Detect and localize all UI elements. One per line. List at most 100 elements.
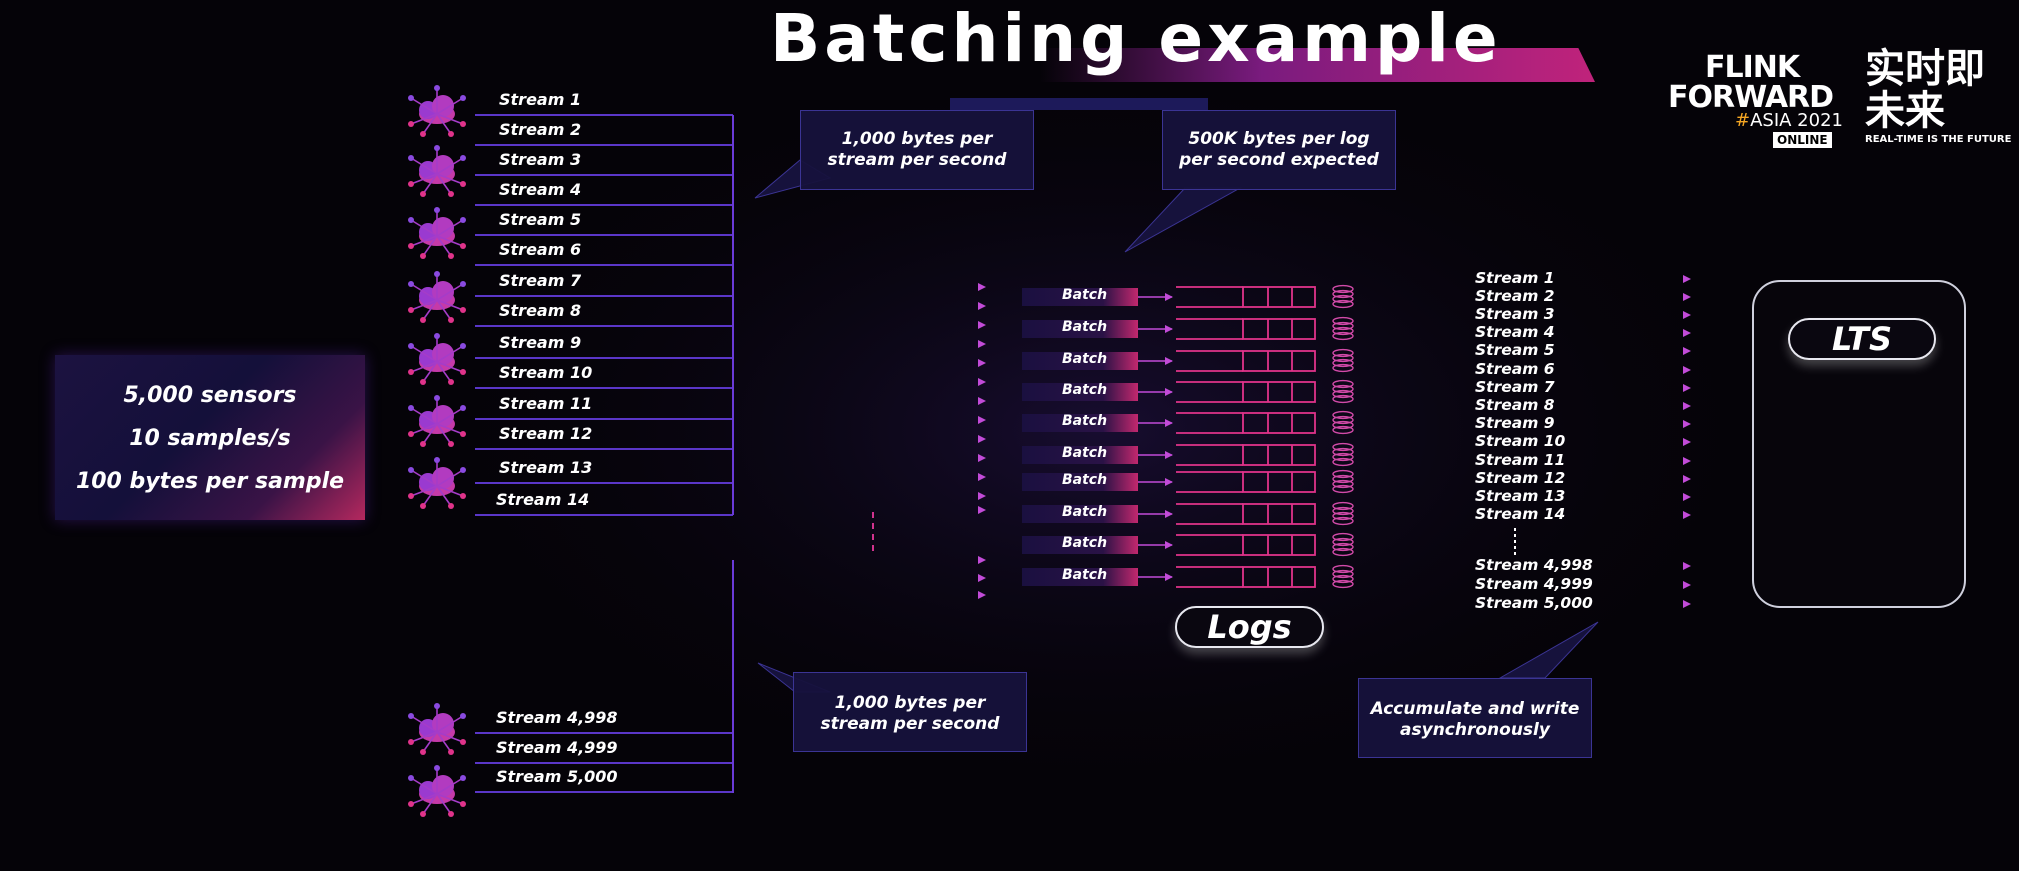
log-buffer — [1242, 350, 1316, 372]
sensor-link — [436, 731, 452, 753]
sensor-count: 5,000 sensors — [123, 383, 297, 408]
log-buffer — [1242, 471, 1316, 493]
sensor-link — [436, 361, 452, 383]
log-storage-icon — [1332, 447, 1354, 457]
sensor-node — [408, 121, 414, 127]
log-storage-icon — [1332, 331, 1354, 341]
log-storage-icon — [1332, 353, 1354, 363]
sensor-node — [460, 307, 466, 313]
sensor-node — [420, 749, 426, 755]
sensor-link — [410, 113, 438, 125]
batch-block — [1022, 568, 1138, 586]
log-buffer — [1242, 503, 1316, 525]
batch-label: Batch — [1062, 351, 1108, 367]
right-stream-label: Stream 10 — [1475, 432, 1566, 450]
sensor-node — [420, 191, 426, 197]
log-storage-icon — [1332, 316, 1354, 326]
batch-label: Batch — [1062, 319, 1108, 335]
sensor-link — [410, 361, 438, 373]
sensor-link — [422, 731, 438, 753]
sensor-node — [408, 307, 414, 313]
batch-block — [1022, 536, 1138, 554]
right-stream-label: Stream 5 — [1475, 341, 1555, 359]
log-storage-icon — [1332, 542, 1354, 552]
logo-hash: # — [1735, 110, 1751, 131]
callout-bottom-rate-line1: 1,000 bytes per — [834, 693, 986, 713]
sensor-link — [436, 283, 464, 301]
log-storage-icon — [1332, 326, 1354, 336]
stream-fanout-arrows — [732, 283, 986, 599]
sensor-link — [410, 407, 438, 425]
batch-block — [1022, 446, 1138, 464]
sensor-link — [410, 731, 438, 743]
callout-top-rate: 1,000 bytes per stream per second — [800, 110, 1034, 190]
right-stream-label: Stream 14 — [1475, 505, 1566, 523]
log-storage-icon — [1332, 579, 1354, 589]
sensor-link — [410, 299, 438, 311]
sensor-node — [448, 441, 454, 447]
right-stream-label: Stream 6 — [1475, 360, 1555, 378]
sensor-icons — [408, 85, 466, 817]
batch-label: Batch — [1062, 287, 1108, 303]
sensor-link — [436, 219, 464, 237]
sensor-node — [420, 131, 426, 137]
stream-label: Stream 5 — [499, 210, 582, 229]
sensor-node — [448, 503, 454, 509]
batch-block — [1022, 352, 1138, 370]
batch-block — [1022, 288, 1138, 306]
log-storage-icon — [1332, 569, 1354, 579]
log-storage-icon — [1332, 294, 1354, 304]
sensor-node — [434, 395, 440, 401]
sensor-link — [436, 299, 464, 311]
log-storage-icon — [1332, 442, 1354, 452]
log-storage-icon — [1332, 564, 1354, 574]
right-stream-label: Stream 13 — [1475, 487, 1566, 505]
log-storage-icon — [1332, 479, 1354, 489]
log-storage-icon — [1332, 474, 1354, 484]
callout-top-rate-line2: stream per second — [827, 150, 1007, 170]
sensor-link — [436, 715, 464, 733]
sensor-node — [460, 467, 466, 473]
sensor-node — [448, 253, 454, 259]
stream-label: Stream 14 — [496, 490, 590, 509]
log-buffer — [1242, 444, 1316, 466]
sensor-node — [460, 493, 466, 499]
sensor-icon — [408, 333, 466, 385]
sensor-link — [422, 793, 438, 815]
sensor-node — [420, 317, 426, 323]
right-stream-label: Stream 8 — [1475, 396, 1555, 414]
sensor-icon — [408, 85, 466, 137]
sensor-node — [448, 131, 454, 137]
sensor-node — [460, 343, 466, 349]
sensor-node — [420, 503, 426, 509]
sensor-node — [460, 775, 466, 781]
stream-label: Stream 10 — [499, 363, 593, 382]
stream-label: Stream 6 — [499, 240, 582, 259]
right-stream-label: Stream 4 — [1475, 323, 1555, 341]
sample-size: 100 bytes per sample — [75, 469, 345, 494]
logo-asia: #ASIA 2021 — [1735, 110, 1843, 131]
log-storage-icon — [1332, 384, 1354, 394]
sensor-node — [408, 181, 414, 187]
sensor-node — [460, 369, 466, 375]
log-buffers — [1176, 284, 1354, 589]
sensor-link — [436, 793, 464, 805]
logs-label: Logs — [1175, 606, 1324, 648]
sensor-link — [436, 731, 464, 743]
log-storage-icon — [1332, 321, 1354, 331]
sensor-link — [422, 113, 438, 135]
logo-asia-year: ASIA 2021 — [1750, 110, 1843, 131]
stream-label: Stream 7 — [499, 271, 582, 290]
sensor-node — [448, 811, 454, 817]
log-buffer — [1242, 412, 1316, 434]
sensor-node — [420, 441, 426, 447]
stream-label: Stream 2 — [499, 120, 582, 139]
right-stream-arrows — [1582, 275, 1691, 608]
sensor-link — [410, 157, 438, 175]
sensor-node — [408, 493, 414, 499]
log-buffer — [1242, 286, 1316, 308]
sensor-link — [410, 173, 438, 185]
lts-label: LTS — [1788, 318, 1936, 360]
log-storage-icon — [1332, 506, 1354, 516]
sensor-node — [408, 369, 414, 375]
